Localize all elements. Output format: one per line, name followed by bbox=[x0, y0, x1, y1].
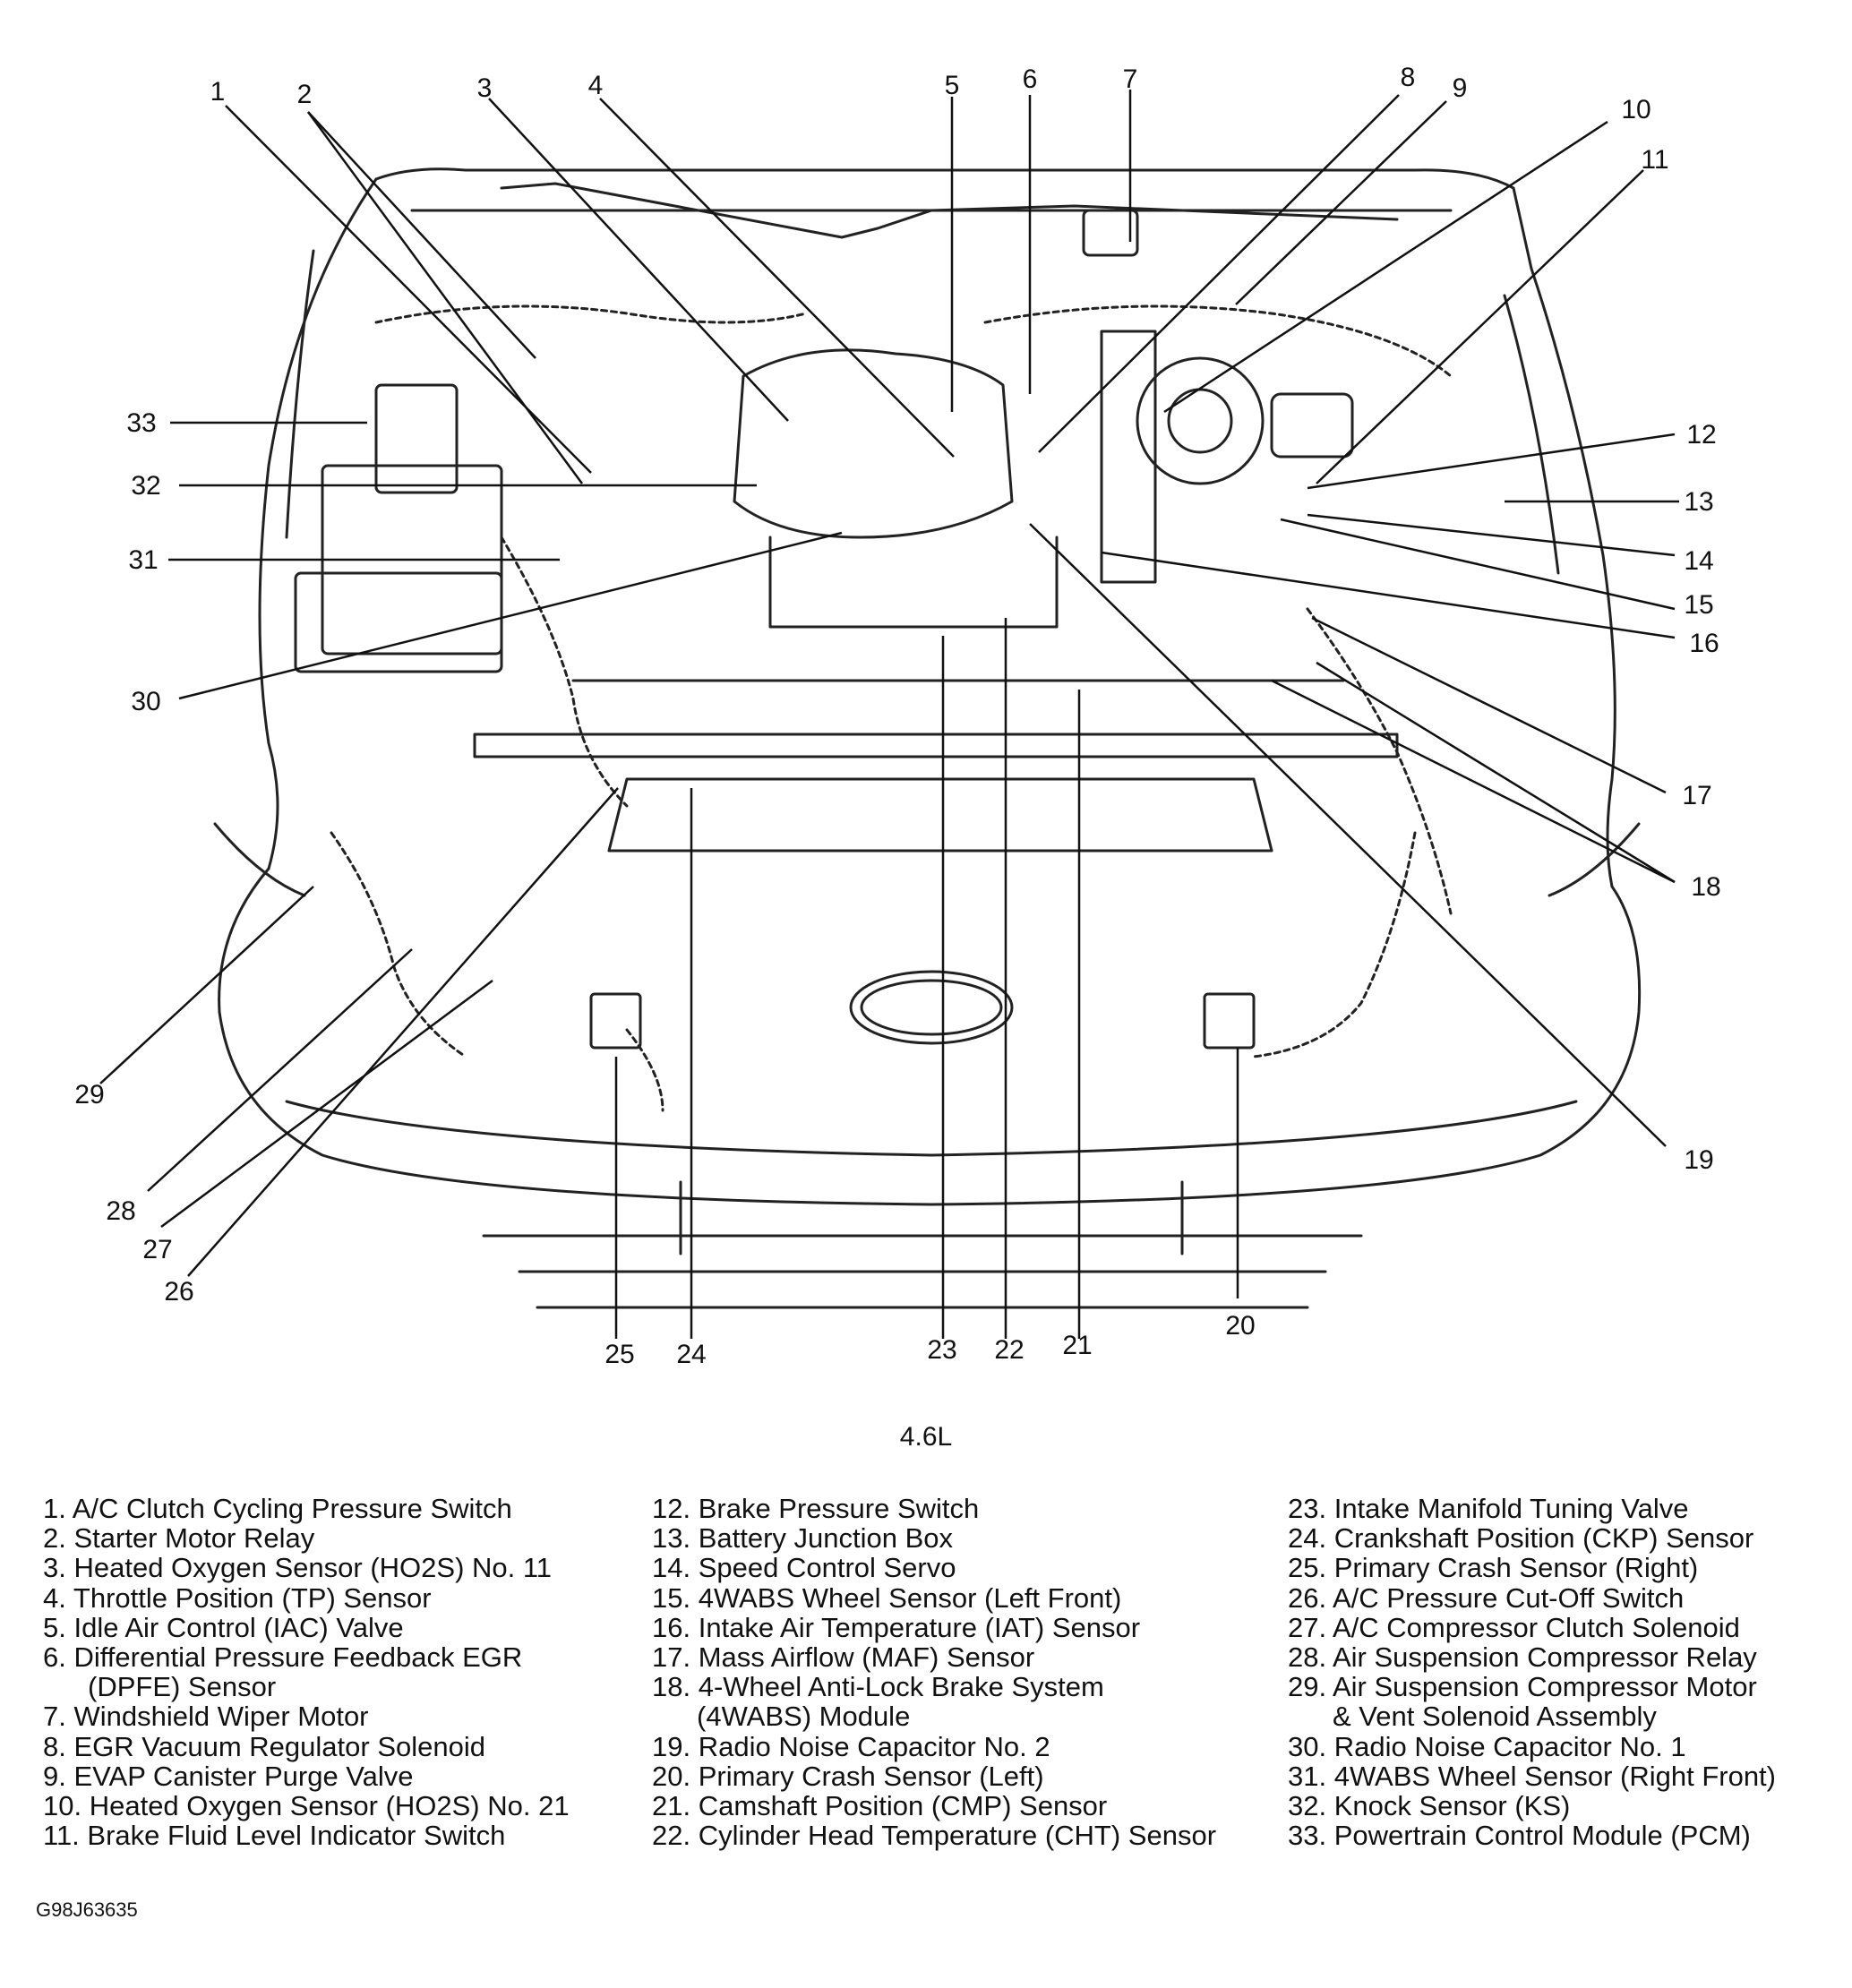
legend-item-17: 17. Mass Airflow (MAF) Sensor bbox=[652, 1641, 1035, 1674]
legend-item-13: 13. Battery Junction Box bbox=[652, 1522, 954, 1555]
legend-item-15: 15. 4WABS Wheel Sensor (Left Front) bbox=[652, 1581, 1122, 1614]
legend-item-32: 32. Knock Sensor (KS) bbox=[1288, 1790, 1571, 1822]
callout-24: 24 bbox=[676, 1340, 706, 1369]
legend-item-25: 25. Primary Crash Sensor (Right) bbox=[1288, 1552, 1699, 1584]
legend-item-6: 6. Differential Pressure Feedback EGR bbox=[43, 1641, 523, 1674]
callout-numbers: 1 2 3 4 5 6 7 8 9 10 11 12 13 14 15 16 1… bbox=[74, 63, 1720, 1369]
legend-item-29-cont: & Vent Solenoid Assembly bbox=[1333, 1701, 1657, 1733]
callout-30: 30 bbox=[131, 687, 160, 716]
callout-8: 8 bbox=[1401, 63, 1416, 92]
legend-column-1: 1. A/C Clutch Cycling Pressure Switch 2.… bbox=[43, 1493, 570, 1852]
callout-14: 14 bbox=[1684, 546, 1713, 576]
callout-27: 27 bbox=[142, 1235, 172, 1264]
legend-column-2: 12. Brake Pressure Switch 13. Battery Ju… bbox=[652, 1493, 1217, 1852]
legend-item-2: 2. Starter Motor Relay bbox=[43, 1522, 315, 1555]
callout-23: 23 bbox=[927, 1335, 956, 1365]
callout-2: 2 bbox=[297, 80, 313, 109]
legend-item-4: 4. Throttle Position (TP) Sensor bbox=[43, 1581, 432, 1614]
callout-1: 1 bbox=[210, 77, 226, 107]
callout-6: 6 bbox=[1023, 64, 1038, 94]
legend-item-3: 3. Heated Oxygen Sensor (HO2S) No. 11 bbox=[43, 1552, 553, 1584]
legend-item-27: 27. A/C Compressor Clutch Solenoid bbox=[1288, 1611, 1740, 1643]
legend-item-30: 30. Radio Noise Capacitor No. 1 bbox=[1288, 1730, 1686, 1762]
legend-item-31: 31. 4WABS Wheel Sensor (Right Front) bbox=[1288, 1760, 1776, 1792]
callout-31: 31 bbox=[128, 545, 158, 575]
legend-item-23: 23. Intake Manifold Tuning Valve bbox=[1288, 1493, 1689, 1524]
legend-item-9: 9. EVAP Canister Purge Valve bbox=[43, 1760, 414, 1792]
callout-19: 19 bbox=[1684, 1145, 1713, 1175]
legend-item-5: 5. Idle Air Control (IAC) Valve bbox=[43, 1611, 404, 1643]
legend-item-19: 19. Radio Noise Capacitor No. 2 bbox=[652, 1730, 1050, 1762]
legend-item-16: 16. Intake Air Temperature (IAT) Sensor bbox=[652, 1611, 1141, 1643]
callout-12: 12 bbox=[1686, 420, 1716, 450]
legend-item-28: 28. Air Suspension Compressor Relay bbox=[1288, 1641, 1757, 1674]
legend-item-7: 7. Windshield Wiper Motor bbox=[43, 1701, 369, 1733]
callout-17: 17 bbox=[1682, 781, 1711, 810]
legend-item-11: 11. Brake Fluid Level Indicator Switch bbox=[43, 1820, 506, 1852]
callout-3: 3 bbox=[477, 73, 493, 103]
legend-item-1: 1. A/C Clutch Cycling Pressure Switch bbox=[43, 1493, 512, 1524]
callout-9: 9 bbox=[1453, 73, 1468, 103]
legend-item-22: 22. Cylinder Head Temperature (CHT) Sens… bbox=[652, 1820, 1217, 1852]
callout-33: 33 bbox=[126, 408, 156, 438]
legend-item-24: 24. Crankshaft Position (CKP) Sensor bbox=[1288, 1522, 1754, 1555]
legend-item-12: 12. Brake Pressure Switch bbox=[652, 1493, 980, 1524]
callout-32: 32 bbox=[131, 471, 160, 501]
leader-lines bbox=[99, 90, 1679, 1339]
callout-18: 18 bbox=[1691, 872, 1720, 902]
legend-item-29: 29. Air Suspension Compressor Motor bbox=[1288, 1671, 1757, 1703]
callout-5: 5 bbox=[945, 71, 960, 100]
figure-id: G98J63635 bbox=[36, 1898, 138, 1921]
legend-item-18-cont: (4WABS) Module bbox=[697, 1701, 911, 1733]
callout-7: 7 bbox=[1123, 64, 1138, 94]
callout-21: 21 bbox=[1062, 1331, 1092, 1360]
engine-bay-drawing bbox=[213, 167, 1642, 1309]
legend-item-18: 18. 4-Wheel Anti-Lock Brake System bbox=[652, 1671, 1104, 1703]
callout-20: 20 bbox=[1225, 1311, 1255, 1341]
legend-item-10: 10. Heated Oxygen Sensor (HO2S) No. 21 bbox=[43, 1790, 570, 1822]
legend-item-6-cont: (DPFE) Sensor bbox=[88, 1671, 277, 1703]
legend-item-20: 20. Primary Crash Sensor (Left) bbox=[652, 1760, 1044, 1792]
callout-28: 28 bbox=[106, 1196, 135, 1226]
callout-15: 15 bbox=[1684, 590, 1713, 620]
legend-item-21: 21. Camshaft Position (CMP) Sensor bbox=[652, 1790, 1108, 1822]
legend-column-3: 23. Intake Manifold Tuning Valve 24. Cra… bbox=[1288, 1493, 1776, 1852]
callout-13: 13 bbox=[1684, 487, 1713, 517]
callout-26: 26 bbox=[164, 1277, 193, 1307]
callout-16: 16 bbox=[1689, 629, 1719, 658]
engine-compartment-diagram: 1 2 3 4 5 6 7 8 9 10 11 12 13 14 15 16 1… bbox=[74, 63, 1720, 1369]
callout-25: 25 bbox=[604, 1340, 634, 1369]
callout-10: 10 bbox=[1621, 95, 1651, 124]
callout-4: 4 bbox=[588, 71, 604, 100]
legend-item-26: 26. A/C Pressure Cut-Off Switch bbox=[1288, 1581, 1685, 1614]
callout-11: 11 bbox=[1641, 145, 1668, 175]
legend-item-8: 8. EGR Vacuum Regulator Solenoid bbox=[43, 1730, 485, 1762]
legend-item-14: 14. Speed Control Servo bbox=[652, 1552, 956, 1584]
engine-caption: 4.6L bbox=[899, 1422, 953, 1452]
legend-item-33: 33. Powertrain Control Module (PCM) bbox=[1288, 1820, 1751, 1852]
callout-29: 29 bbox=[74, 1080, 104, 1110]
callout-22: 22 bbox=[994, 1335, 1024, 1365]
